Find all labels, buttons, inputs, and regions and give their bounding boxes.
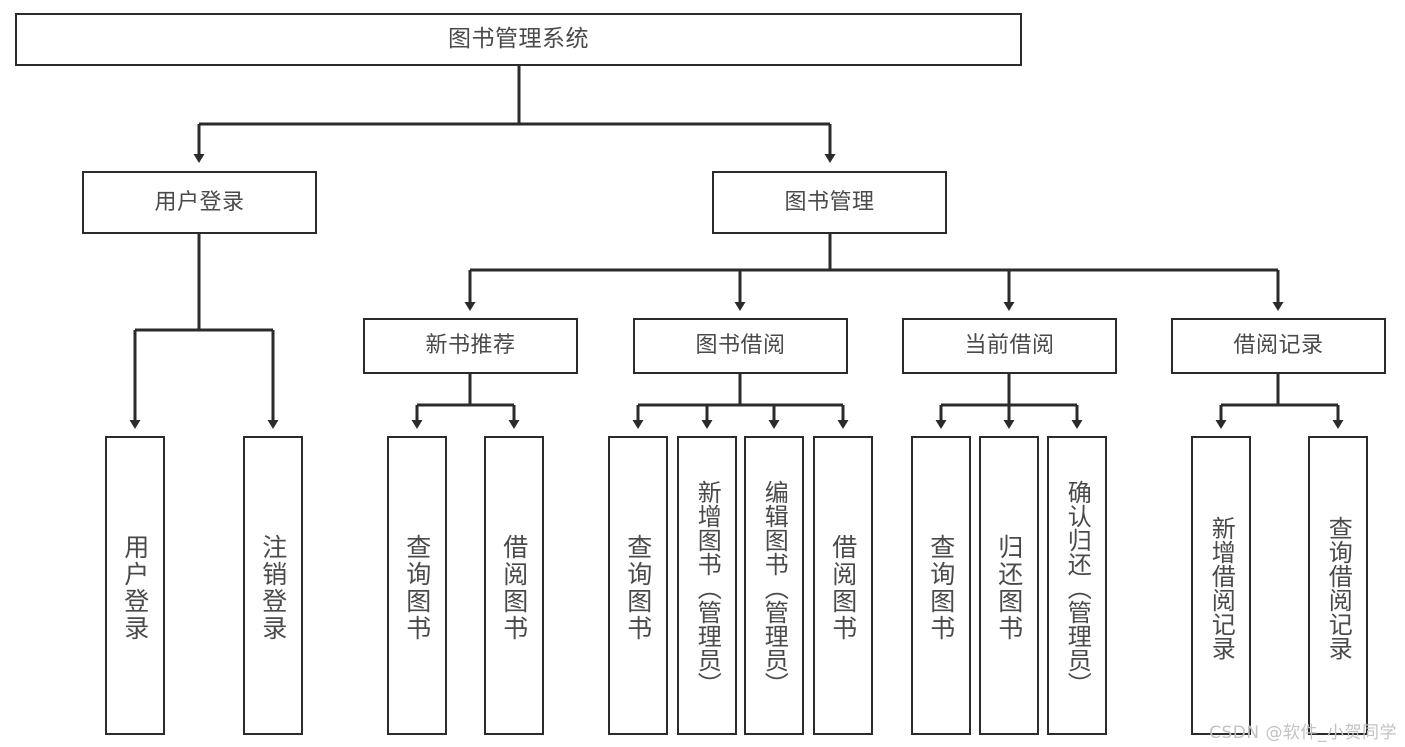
node-leaf-borrow-book-2[interactable]: 借阅图书 <box>813 436 873 735</box>
node-leaf-query-book-1[interactable]: 查询图书 <box>387 436 447 735</box>
node-leaf-return-book-label: 归还图书 <box>994 533 1024 642</box>
node-leaf-edit-book[interactable]: 编辑图书（管理员） <box>744 436 804 735</box>
node-leaf-query-book-1-label: 查询图书 <box>402 533 432 642</box>
node-leaf-user-login-label: 用户登录 <box>120 533 150 642</box>
node-leaf-confirm-return-label: 确认归还（管理员） <box>1063 479 1092 696</box>
node-leaf-confirm-return[interactable]: 确认归还（管理员） <box>1047 436 1107 735</box>
node-leaf-borrow-book-1[interactable]: 借阅图书 <box>484 436 544 735</box>
node-new-book-rec[interactable]: 新书推荐 <box>363 318 578 374</box>
node-leaf-query-record-label: 查询借阅记录 <box>1324 515 1353 660</box>
node-root-label: 图书管理系统 <box>448 26 589 53</box>
node-borrow-record[interactable]: 借阅记录 <box>1171 318 1386 374</box>
node-leaf-add-record-label: 新增借阅记录 <box>1207 515 1236 660</box>
node-leaf-query-book-2[interactable]: 查询图书 <box>608 436 668 735</box>
node-leaf-return-book[interactable]: 归还图书 <box>979 436 1039 735</box>
node-current-borrow[interactable]: 当前借阅 <box>902 318 1117 374</box>
node-leaf-borrow-book-2-label: 借阅图书 <box>828 533 858 642</box>
node-leaf-add-record[interactable]: 新增借阅记录 <box>1191 436 1251 735</box>
node-book-manage[interactable]: 图书管理 <box>712 171 947 234</box>
node-book-manage-label: 图书管理 <box>784 189 875 215</box>
node-leaf-borrow-book-1-label: 借阅图书 <box>499 533 529 642</box>
node-leaf-user-login[interactable]: 用户登录 <box>105 436 165 735</box>
node-leaf-logout[interactable]: 注销登录 <box>243 436 303 735</box>
node-leaf-query-record[interactable]: 查询借阅记录 <box>1308 436 1368 735</box>
node-root[interactable]: 图书管理系统 <box>15 13 1022 66</box>
node-leaf-edit-book-label: 编辑图书（管理员） <box>760 479 789 696</box>
node-leaf-query-book-3-label: 查询图书 <box>926 533 956 642</box>
node-user-login-label: 用户登录 <box>154 189 245 215</box>
node-leaf-query-book-3[interactable]: 查询图书 <box>911 436 971 735</box>
node-leaf-query-book-2-label: 查询图书 <box>623 533 653 642</box>
node-leaf-logout-label: 注销登录 <box>258 533 288 642</box>
node-leaf-add-book[interactable]: 新增图书（管理员） <box>677 436 737 735</box>
watermark: CSDN @软件_小贺同学 <box>1209 723 1397 743</box>
node-borrow-record-label: 借阅记录 <box>1233 333 1324 359</box>
node-new-book-rec-label: 新书推荐 <box>425 333 516 359</box>
node-user-login[interactable]: 用户登录 <box>82 171 317 234</box>
node-book-borrow-label: 图书借阅 <box>695 333 786 359</box>
node-current-borrow-label: 当前借阅 <box>964 333 1055 359</box>
node-book-borrow[interactable]: 图书借阅 <box>633 318 848 374</box>
node-leaf-add-book-label: 新增图书（管理员） <box>693 479 722 696</box>
